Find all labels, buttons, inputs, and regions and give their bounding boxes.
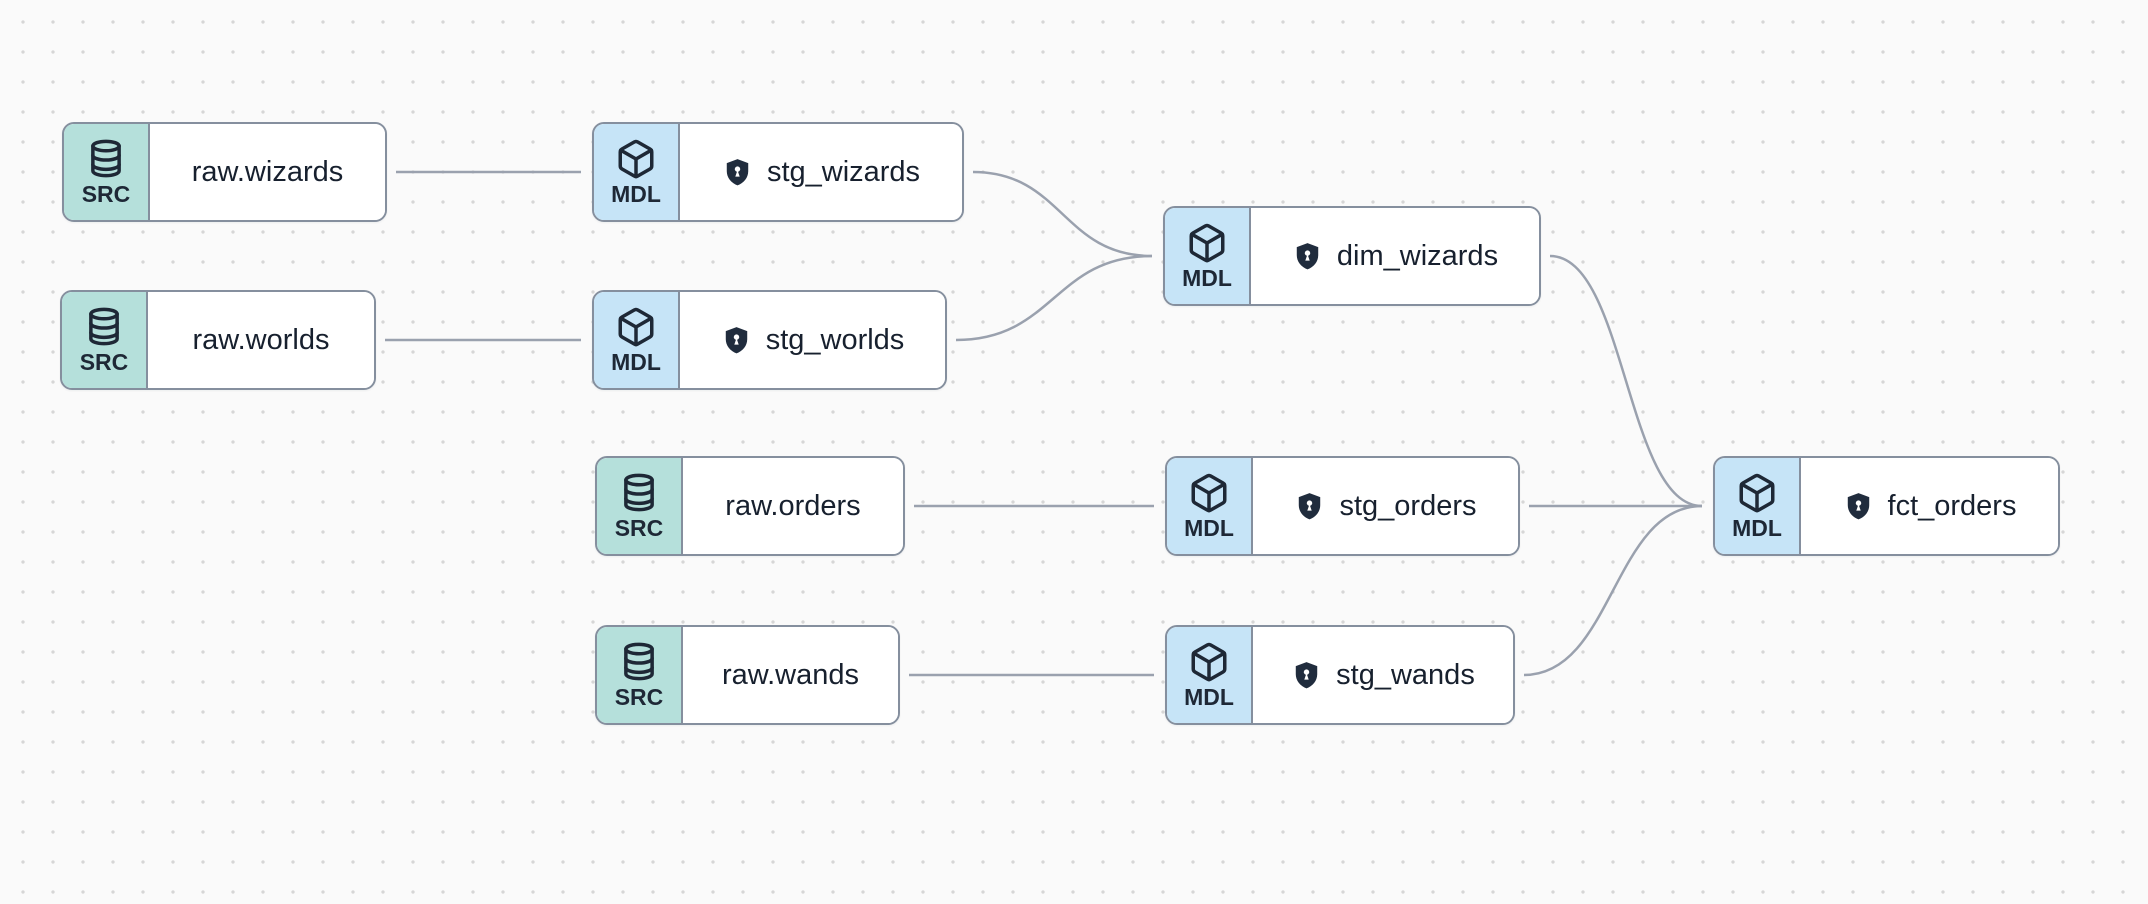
graph-node-raw_wands[interactable]: SRC raw.wands bbox=[595, 625, 900, 725]
node-type-label: MDL bbox=[1732, 515, 1782, 541]
node-type-label: MDL bbox=[1184, 684, 1234, 710]
shield-lock-icon bbox=[725, 326, 747, 353]
cube-icon bbox=[1189, 223, 1225, 263]
node-type-label: SRC bbox=[614, 515, 664, 541]
node-type-label: MDL bbox=[611, 349, 661, 375]
node-body: raw.orders bbox=[683, 458, 903, 554]
node-type-badge: SRC bbox=[597, 458, 683, 554]
node-name: stg_worlds bbox=[765, 323, 905, 356]
database-icon bbox=[91, 139, 121, 178]
node-type-badge: SRC bbox=[597, 627, 683, 723]
graph-node-raw_worlds[interactable]: SRC raw.worlds bbox=[60, 290, 376, 390]
node-body: stg_wands bbox=[1253, 627, 1513, 723]
node-body: fct_orders bbox=[1801, 458, 2058, 554]
node-name: raw.wands bbox=[721, 658, 859, 691]
shield-lock-icon bbox=[1847, 492, 1869, 519]
shield-lock-icon bbox=[726, 158, 749, 185]
edge-stg_worlds-dim_wizards bbox=[955, 254, 1153, 342]
graph-node-stg_orders[interactable]: MDL stg_orders bbox=[1165, 456, 1520, 556]
node-body: raw.wizards bbox=[150, 124, 385, 220]
node-body: stg_wizards bbox=[680, 124, 962, 220]
graph-node-raw_orders[interactable]: SRC raw.orders bbox=[595, 456, 905, 556]
node-type-label: MDL bbox=[611, 181, 661, 207]
cube-icon bbox=[618, 307, 654, 347]
node-name: fct_orders bbox=[1887, 489, 2017, 522]
graph-node-fct_orders[interactable]: MDL fct_orders bbox=[1713, 456, 2060, 556]
node-type-label: SRC bbox=[81, 181, 131, 207]
shield-lock-icon bbox=[1299, 492, 1321, 519]
node-type-badge: MDL bbox=[594, 124, 680, 220]
shield-lock-icon bbox=[1295, 661, 1318, 688]
edge-dim_wizards-fct_orders bbox=[1549, 254, 1703, 508]
node-type-badge: MDL bbox=[594, 292, 680, 388]
graph-node-stg_wands[interactable]: MDL stg_wands bbox=[1165, 625, 1515, 725]
node-body: raw.worlds bbox=[148, 292, 374, 388]
node-name: stg_orders bbox=[1339, 489, 1477, 522]
node-type-badge: MDL bbox=[1167, 458, 1253, 554]
node-name: raw.worlds bbox=[192, 323, 330, 356]
cube-icon bbox=[618, 139, 654, 179]
cube-icon bbox=[1739, 473, 1775, 513]
node-body: dim_wizards bbox=[1251, 208, 1539, 304]
edge-stg_wizards-dim_wizards bbox=[972, 170, 1153, 258]
graph-node-dim_wizards[interactable]: MDL dim_wizards bbox=[1163, 206, 1541, 306]
database-icon bbox=[89, 307, 119, 346]
cube-icon bbox=[1191, 642, 1227, 682]
node-type-badge: MDL bbox=[1165, 208, 1251, 304]
database-icon bbox=[624, 473, 654, 512]
node-name: raw.wizards bbox=[191, 155, 344, 188]
node-type-label: SRC bbox=[614, 684, 664, 710]
node-body: stg_orders bbox=[1253, 458, 1518, 554]
database-icon bbox=[624, 642, 654, 681]
node-body: stg_worlds bbox=[680, 292, 945, 388]
node-type-label: MDL bbox=[1184, 515, 1234, 541]
node-name: raw.orders bbox=[725, 489, 861, 522]
cube-icon bbox=[1191, 473, 1227, 513]
node-type-label: SRC bbox=[79, 349, 129, 375]
graph-node-stg_worlds[interactable]: MDL stg_worlds bbox=[592, 290, 947, 390]
node-type-label: MDL bbox=[1182, 265, 1232, 291]
node-name: stg_wands bbox=[1336, 658, 1475, 691]
graph-node-stg_wizards[interactable]: MDL stg_wizards bbox=[592, 122, 964, 222]
graph-node-raw_wizards[interactable]: SRC raw.wizards bbox=[62, 122, 387, 222]
node-type-badge: SRC bbox=[62, 292, 148, 388]
node-type-badge: SRC bbox=[64, 124, 150, 220]
node-body: raw.wands bbox=[683, 627, 898, 723]
node-name: dim_wizards bbox=[1336, 239, 1499, 272]
edge-stg_wands-fct_orders bbox=[1523, 504, 1703, 677]
shield-lock-icon bbox=[1296, 242, 1319, 269]
node-name: stg_wizards bbox=[766, 155, 921, 188]
node-type-badge: MDL bbox=[1715, 458, 1801, 554]
node-type-badge: MDL bbox=[1167, 627, 1253, 723]
